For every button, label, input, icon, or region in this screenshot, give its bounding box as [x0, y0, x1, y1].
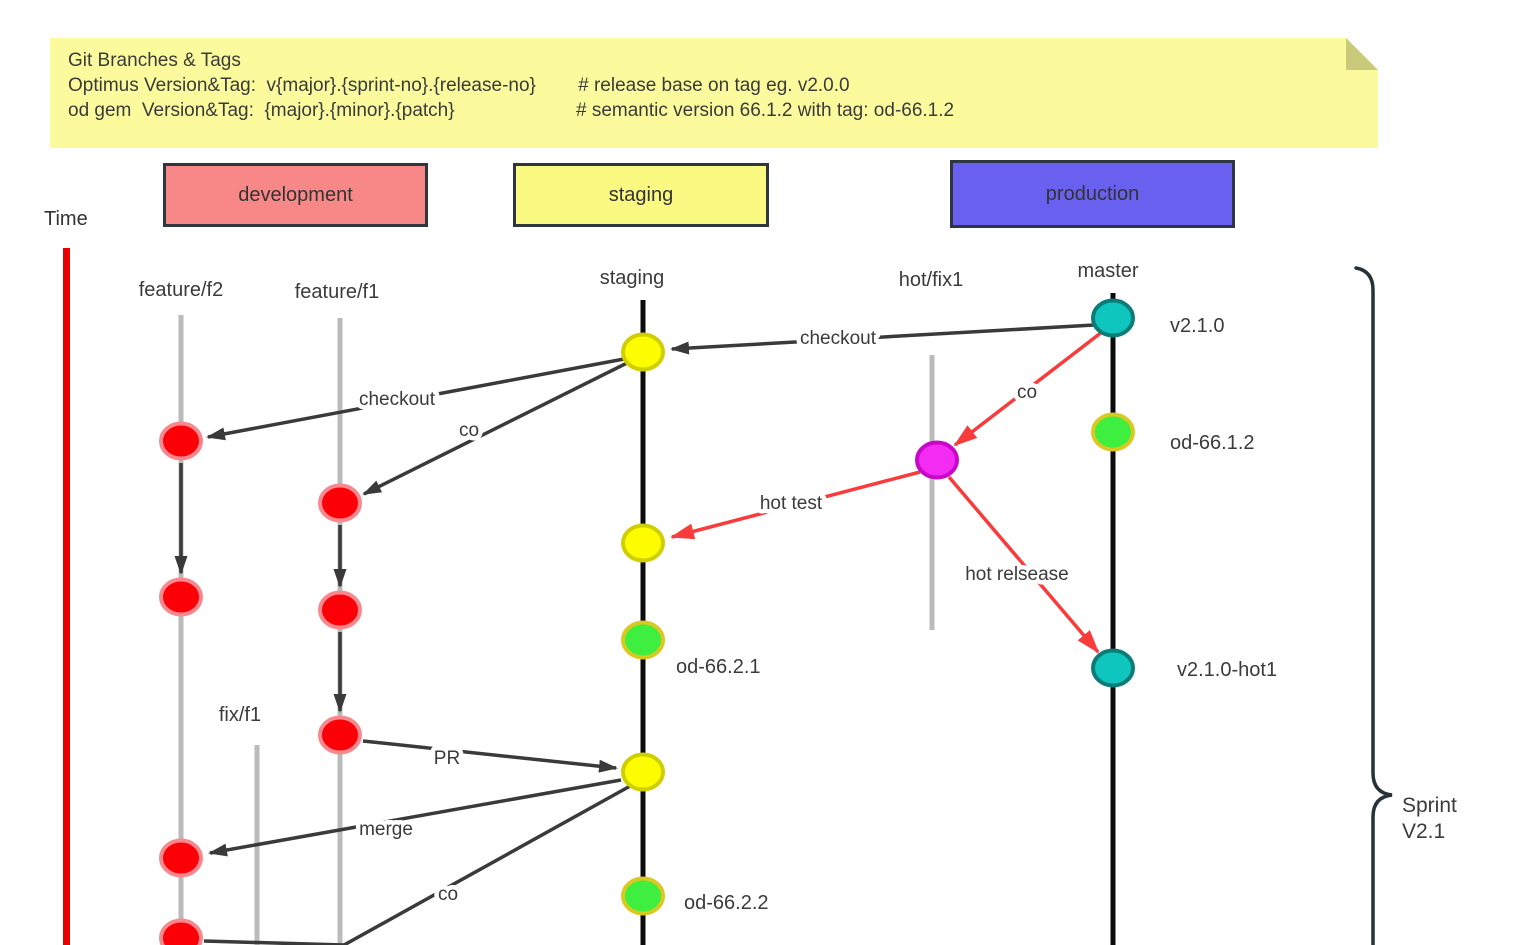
commit-node-green-staging: [621, 876, 665, 916]
edge-line-checkout-1: [206, 357, 625, 441]
commit-node-green-master: [1091, 412, 1135, 452]
commit-node-red-feature-f2: [159, 577, 203, 617]
branch-label-feature-f2: feature/f2: [139, 279, 224, 301]
commit-node-red-feature-f1: [318, 590, 362, 630]
edge-label-pr-6: PR: [434, 748, 460, 769]
commit-node-yellow-staging: [621, 332, 665, 372]
edge-line-co-2: [362, 361, 628, 496]
edge-line-co-10: [953, 330, 1104, 447]
edge-label-checkout-1: checkout: [359, 389, 436, 410]
edge-line-checkout-0: [670, 323, 1095, 355]
env-label-production: production: [1045, 182, 1140, 205]
edge-label-merge-7: merge: [359, 819, 413, 840]
env-box-development: development: [163, 163, 428, 227]
branch-label-hot-fix1: hot/fix1: [899, 269, 963, 291]
tag-label-od-66-2-2: od-66.2.2: [684, 892, 769, 914]
commit-node-yellow-staging: [621, 752, 665, 792]
time-axis-label: Time: [44, 208, 88, 230]
tag-label-od-66-2-1: od-66.2.1: [676, 656, 761, 678]
env-box-production: production: [950, 160, 1235, 228]
commit-node-red-feature-f2: [159, 918, 203, 945]
edge-label-hot-relsease-12: hot relsease: [965, 564, 1069, 585]
tag-label-od-66-1-2: od-66.1.2: [1170, 432, 1255, 454]
commit-node-green-staging: [621, 620, 665, 660]
edge-label-checkout-0: checkout: [800, 328, 877, 349]
commit-node-cyan-master: [1091, 648, 1135, 688]
edge-line-hot-test-11: [670, 470, 921, 540]
time-axis-line: [63, 248, 70, 945]
note-fold-icon: [1346, 38, 1378, 70]
branch-label-fix-f1: fix/f1: [219, 704, 261, 726]
note-line-odgem: od gem Version&Tag: {major}.{minor}.{pat…: [68, 100, 955, 121]
edge-label-co-2: co: [459, 420, 479, 441]
tag-label-v2-1-0: v2.1.0: [1170, 315, 1224, 337]
sprint-label-line1: Sprint: [1402, 794, 1457, 817]
edge-label-hot-test-11: hot test: [760, 493, 823, 514]
commit-node-magenta-hot-fix1: [915, 440, 959, 480]
edge-line-hot-relsease-12: [947, 475, 1100, 654]
note-title: Git Branches & Tags: [68, 50, 241, 71]
tag-label-v2-1-0-hot1: v2.1.0-hot1: [1177, 659, 1277, 681]
sprint-brace: [1354, 266, 1393, 945]
commit-node-red-feature-f2: [159, 421, 203, 461]
edge-line-co-8: [343, 783, 633, 945]
sprint-label-line2: V2.1: [1402, 820, 1445, 843]
env-label-staging: staging: [608, 183, 674, 206]
env-label-development: development: [238, 183, 353, 206]
branch-label-staging: staging: [600, 267, 665, 289]
env-box-staging: staging: [513, 163, 769, 227]
sticky-note: Git Branches & Tags Optimus Version&Tag:…: [50, 38, 1378, 148]
edge-label-co-10: co: [1017, 382, 1037, 403]
commit-node-red-feature-f1: [318, 715, 362, 755]
edge-line-merge-7: [208, 778, 622, 857]
commit-node-cyan-master: [1091, 298, 1135, 338]
commit-node-red-feature-f2: [159, 838, 203, 878]
note-line-optimus: Optimus Version&Tag: v{major}.{sprint-no…: [68, 75, 850, 96]
branch-label-feature-f1: feature/f1: [295, 281, 380, 303]
commit-node-yellow-staging: [621, 523, 665, 563]
branch-label-master: master: [1077, 260, 1138, 282]
edge-line-segment-9: [203, 939, 345, 945]
note-text: Git Branches & Tags Optimus Version&Tag:…: [68, 48, 954, 123]
edge-label-co-8: co: [438, 884, 458, 905]
edge-line-pr-6: [362, 739, 618, 773]
commit-node-red-feature-f1: [318, 483, 362, 523]
